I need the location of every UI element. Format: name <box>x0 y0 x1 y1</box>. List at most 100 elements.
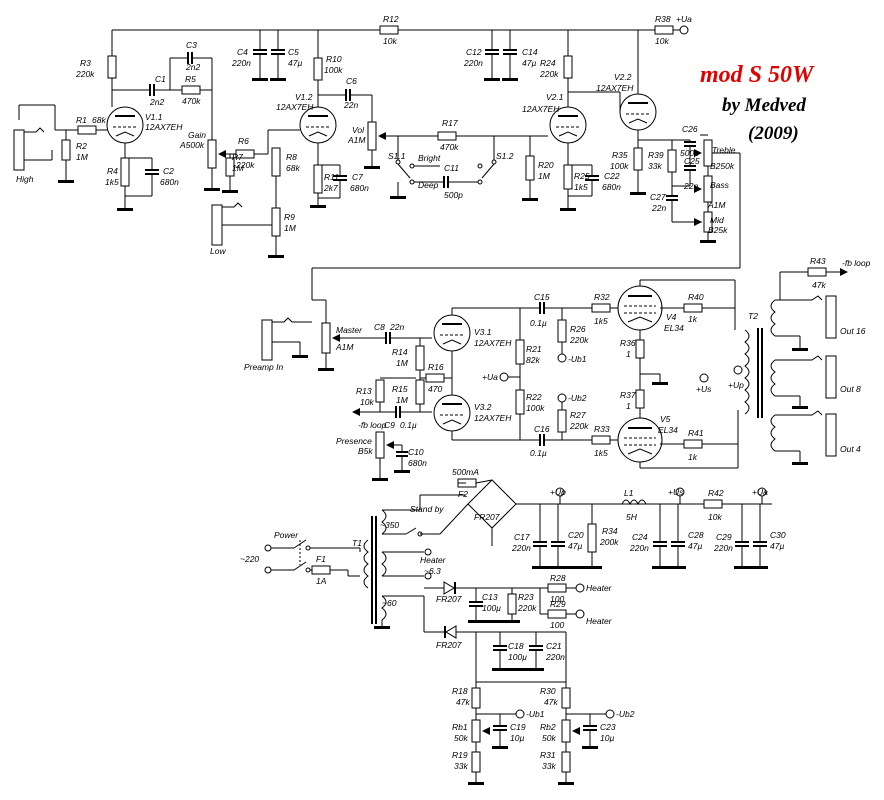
r24-label: R24 <box>540 58 556 68</box>
up-rail-label: +Up <box>550 487 566 497</box>
r12-value: 10k <box>383 36 397 46</box>
tube-v5 <box>617 417 663 463</box>
r18-value: 47k <box>456 697 470 707</box>
gain-pot <box>207 139 217 169</box>
r19-label: R19 <box>452 750 468 760</box>
mid-label: Mid <box>710 215 724 225</box>
low-input-jack <box>211 190 277 246</box>
c15-value: 0.1µ <box>530 318 547 328</box>
r29-label: R29 <box>550 599 566 609</box>
c1-label: C1 <box>155 74 166 84</box>
r17-value: 470k <box>440 142 459 152</box>
v5-type: EL34 <box>658 425 678 435</box>
c22-label: C22 <box>604 171 620 181</box>
out16-label: Out 16 <box>840 326 866 336</box>
c24-label: C24 <box>632 532 648 542</box>
r14-value: 1M <box>396 358 409 368</box>
r6-value: 220k <box>235 160 255 170</box>
tube-v3-2 <box>433 394 471 432</box>
r3-label: R3 <box>80 58 91 68</box>
c16-value: 0.1µ <box>530 448 547 458</box>
r33-value: 1k5 <box>594 448 608 458</box>
f2-label: F2 <box>458 489 468 499</box>
r40-value: 1k <box>688 314 698 324</box>
r9-value: 1M <box>284 223 297 233</box>
v3-1-ref: V3.1 <box>474 327 492 337</box>
c11-value: 500p <box>444 190 463 200</box>
c14-value: 47µ <box>522 58 536 68</box>
c5-value: 47µ <box>288 58 302 68</box>
v3-2-ref: V3.2 <box>474 402 492 412</box>
tube-v3-1 <box>433 314 471 352</box>
r7-label: R7 <box>232 152 243 162</box>
rb1-value: 50k <box>454 733 468 743</box>
tone-stack <box>311 134 741 323</box>
bass-value: A1M <box>707 200 726 210</box>
c5-label: C5 <box>288 47 299 57</box>
v3-2-type: 12AX7EH <box>474 413 512 423</box>
deep-label: Deep <box>418 180 439 190</box>
minus-ub1-label: -Ub1 <box>568 354 587 364</box>
r36-label: R36 <box>620 338 636 348</box>
r37-value: 1 <box>626 401 631 411</box>
c13-value: 100µ <box>482 603 501 613</box>
v2-1-type: 12AX7EH <box>522 104 560 114</box>
t1-label: T1 <box>352 538 362 548</box>
v2-1-ref: V2.1 <box>546 92 564 102</box>
plus-up-label: +Up <box>728 380 744 390</box>
r8-label: R8 <box>286 152 297 162</box>
bright-deep-switch <box>390 136 497 199</box>
minus-ub2-label: -Ub2 <box>568 393 587 403</box>
r11-value: 2k7 <box>323 183 338 193</box>
preamp-in-jack <box>261 317 312 361</box>
c14-label: C14 <box>522 47 538 57</box>
c30-label: C30 <box>770 530 786 540</box>
r39-label: R39 <box>648 150 664 160</box>
output-jacks <box>775 267 848 465</box>
r43-value: 47k <box>812 280 826 290</box>
c2-value: 680n <box>160 177 179 187</box>
c17-label: C17 <box>514 532 530 542</box>
c18-value: 100µ <box>508 652 527 662</box>
c17-value: 220n <box>511 543 531 553</box>
ua-rail-label: +Ua <box>752 487 768 497</box>
bias-supply <box>424 625 615 785</box>
tube-v2-2 <box>619 93 657 131</box>
r30-label: R30 <box>540 686 556 696</box>
r12-label: R12 <box>383 14 399 24</box>
tube-v1-2 <box>299 106 337 144</box>
c3-label: C3 <box>186 40 197 50</box>
rb2-value: 50k <box>542 733 556 743</box>
r31-value: 33k <box>542 761 556 771</box>
c18-label: C18 <box>508 641 524 651</box>
r14-label: R14 <box>392 347 408 357</box>
presence-pot <box>375 431 385 459</box>
r10-value: 100k <box>324 65 343 75</box>
r1-label: R1 <box>76 115 87 125</box>
presence-value: B5k <box>358 446 373 456</box>
r25-value: 1k5 <box>574 182 588 192</box>
v4-ref: V4 <box>666 312 677 322</box>
v2-2-type: 12AX7EH <box>596 83 634 93</box>
mid-value: B25k <box>708 225 728 235</box>
c1-value: 2n2 <box>149 97 164 107</box>
r34-label: R34 <box>602 526 618 536</box>
r16-label: R16 <box>428 362 444 372</box>
c6-label: C6 <box>346 76 357 86</box>
power-label: Power <box>274 530 299 540</box>
high-input-label: High <box>16 174 34 184</box>
r42-label: R42 <box>708 488 724 498</box>
r16-value: 470 <box>428 384 442 394</box>
c24-value: 220n <box>629 543 649 553</box>
r28-label: R28 <box>550 573 566 583</box>
fr207-bias-label: FR207 <box>436 640 462 650</box>
r21-value: 82k <box>526 355 540 365</box>
c9-value: 0.1µ <box>400 420 417 430</box>
r1-value: 68k <box>92 115 106 125</box>
heater-out2-label: Heater <box>586 616 613 626</box>
tube-v4 <box>617 285 663 331</box>
r13-label: R13 <box>356 386 372 396</box>
c21-value: 220n <box>545 652 565 662</box>
l1-label: L1 <box>624 488 634 498</box>
r22-value: 100k <box>526 403 545 413</box>
